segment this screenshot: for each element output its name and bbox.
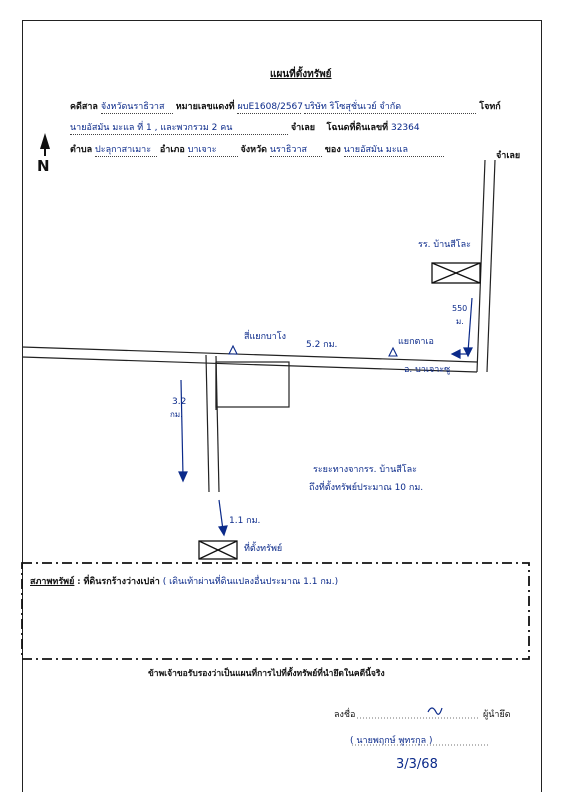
distance-note-1: ระยะทางจากรร. บ้านสีโละ [313,465,417,475]
north-arrow-icon [40,133,50,156]
down-distance: 1.1 กม. [229,516,261,526]
school-distance-unit: ม. [456,317,464,326]
district-label: อำเภอ [159,145,185,155]
school-distance: 550 [452,304,468,313]
school-marker-icon [431,262,481,284]
side-road [205,354,220,493]
plaintiff-field: บริษัท ริโซสุชั่นเวย์ จำกัด [304,102,477,114]
left-distance: 3.2 [172,397,187,407]
right-road [476,159,496,373]
signature-scribble [427,707,443,715]
left-arrow-icon [178,379,188,483]
condition-label: สภาพทรัพย์ [30,577,75,587]
owner-label: ของ [324,145,341,155]
sign-label: ลงชื่อ [334,710,356,720]
deed-label: โฉนดที่ดินเลขที่ [326,123,389,133]
header-line-2: นายอัสมัน มะแล ที่ 1 , และพวกรวม 2 คน จำ… [70,123,420,135]
subdistrict-field: ปะลุกาสาเมาะ [95,145,158,157]
defendant-field: นายอัสมัน มะแล ที่ 1 , และพวกรวม 2 คน [70,123,288,135]
signed-name: ( นายพฤกษ์ พูทรกุล ) [350,736,433,746]
condition-text-print: ที่ดินรกร้างว่างเปล่า [83,577,160,587]
top-border [22,20,542,21]
subdistrict-label: ตำบล [70,145,93,155]
road-distance: 5.2 กม. [306,340,338,350]
property-label: ที่ตั้งทรัพย์ [244,544,283,554]
sign-suffix: ผู้นำยึด [483,710,511,720]
sign-date: 3/3/68 [396,757,438,772]
header-line-1: คดีสาล จังหวัดนราธิวาส หมายเลขแดงที่ ผบE… [70,102,501,114]
certification-text: ข้าพเจ้าขอรับรองว่าเป็นแผนที่การไปที่ตั้… [148,669,385,679]
deed-no: 32364 [390,123,420,133]
left-distance-unit: กม. [170,410,183,419]
main-road [21,346,478,373]
district-field: บาเจาะ [187,145,238,157]
north-label: N [37,157,50,175]
owner-field: นายอัสมัน มะแล [343,145,444,157]
distance-note-2: ถึงที่ตั้งทรัพย์ประมาณ 10 กม. [309,483,424,493]
case-no-field: ผบE1608/2567 [237,102,303,114]
owner-suffix: จำเลย [496,151,521,161]
plaintiff-suffix: โจทก์ [479,102,501,112]
village-right-label: แยกตาเอ [398,337,434,347]
condition-box [21,562,530,660]
land-plot-box [215,361,290,408]
village-right-marker-icon [388,346,398,357]
school-arrow-icon [450,297,473,359]
left-border [22,20,23,792]
header-line-3: ตำบล ปะลุกาสาเมาะ อำเภอ บาเจาะ จังหวัด น… [70,145,444,157]
village-left-label: สี่แยกบาโง [244,332,287,342]
school-label: รร. บ้านสีโละ [418,240,471,250]
case-no-label: หมายเลขแดงที่ [175,102,235,112]
document-title: แผนที่ตั้งทรัพย์ [270,69,332,80]
village-right-label-2: อ. บาเจาะซู [404,365,451,375]
village-left-marker-icon [228,344,238,355]
case-label: คดีสาล [70,102,98,112]
right-border [541,20,542,792]
court-field: จังหวัดนราธิวาส [100,102,173,114]
condition-text-hand: ( เดินเท้าผ่านที่ดินแปลงอื่นประมาณ 1.1 ก… [162,577,339,587]
defendant-suffix: จำเลย [290,123,316,133]
province-label: จังหวัด [240,145,268,155]
province-field: นราธิวาส [269,145,322,157]
property-marker-icon [198,540,238,560]
condition-colon: : [77,577,81,587]
condition-row: สภาพทรัพย์ : ที่ดินรกร้างว่างเปล่า ( เดิ… [30,577,339,588]
property-arrow-icon [217,499,228,537]
